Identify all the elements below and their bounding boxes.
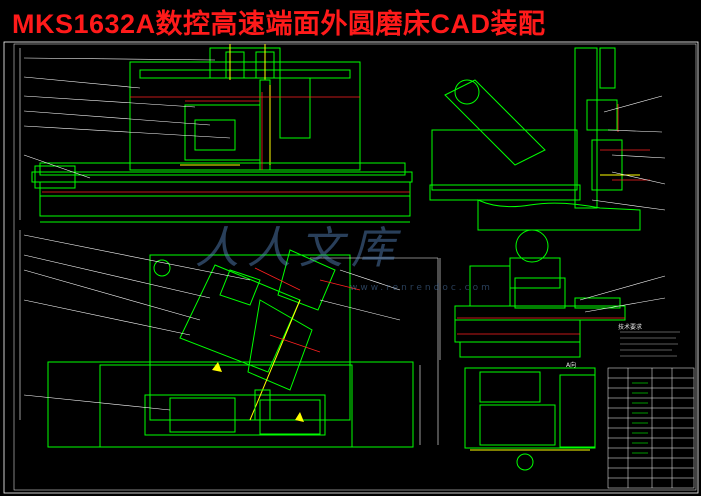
plan-view-leaders	[19, 230, 401, 420]
plan-view-arrows	[212, 362, 304, 422]
technical-notes	[620, 331, 680, 357]
section-label-a: A向	[566, 362, 577, 369]
detail-view-dimensions	[457, 317, 625, 335]
front-view-leaders	[19, 48, 231, 220]
side-view	[429, 47, 641, 231]
parts-list-table	[607, 367, 695, 489]
plan-view-dimensions	[254, 267, 361, 353]
parts-list-content-marks	[632, 382, 648, 454]
plan-view	[47, 249, 414, 448]
detail-view	[454, 229, 626, 471]
front-view-dimensions	[42, 92, 410, 193]
watermark-url: www.renrendoc.com	[350, 283, 493, 293]
drawing-inner-frame	[13, 43, 697, 491]
side-view-leaders	[591, 95, 666, 211]
notes-heading: 技术要求	[618, 324, 643, 331]
front-view	[31, 44, 413, 223]
side-view-dimensions	[600, 104, 650, 181]
detail-view-leaders	[439, 258, 666, 360]
drawing-title: MKS1632A数控高速端面外圆磨床CAD装配	[12, 9, 546, 39]
drawing-frame	[3, 41, 699, 494]
watermark-logo: 人人文库	[195, 223, 403, 274]
plan-view-extent-lines	[310, 257, 439, 445]
